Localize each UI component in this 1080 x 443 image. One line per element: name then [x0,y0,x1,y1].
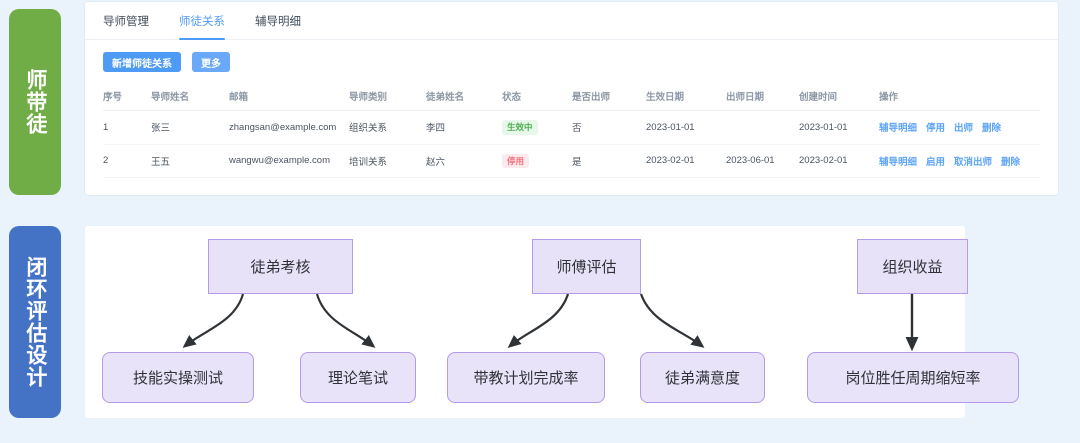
column-header-email: 邮箱 [229,84,349,111]
column-header-operations: 操作 [879,84,1040,111]
column-header-effective-date: 生效日期 [646,84,726,111]
op-link-cancel-graduate[interactable]: 取消出师 [954,156,993,168]
node-job-competency-cycle-reduction-rate-label: 岗位胜任周期缩短率 [845,370,981,387]
op-link-delete[interactable]: 删除 [1001,156,1021,168]
cell-effective-date: 2023-02-01 [646,144,726,178]
node-organization-benefit-label: 组织收益 [882,259,943,276]
node-apprentice-satisfaction[interactable]: 徒弟满意度 [640,352,765,403]
edge-assessment-to-theory-test [315,293,376,348]
cell-mentor-type: 组织关系 [349,110,426,145]
cell-graduated: 是 [572,144,646,178]
row-operations: 辅导明细 启用 取消出师 删除 [879,154,1040,168]
cell-operations: 辅导明细 启用 取消出师 删除 [879,144,1040,178]
column-header-student-name: 徒弟姓名 [426,84,502,111]
node-apprentice-satisfaction-label: 徒弟满意度 [664,370,740,387]
cell-mentor-name: 王五 [151,144,229,178]
cell-graduation-date: 2023-06-01 [726,144,799,178]
cell-email: wangwu@example.com [229,144,349,178]
cell-status: 停用 [502,144,572,178]
add-mentorship-relation-button[interactable]: 新增师徒关系 [103,52,181,72]
column-header-graduated: 是否出师 [572,84,646,111]
tab-coaching-detail[interactable]: 辅导明细 [255,2,301,40]
mentorship-table-card: 导师管理 师徒关系 辅导明细 新增师徒关系 更多 序号 导 [85,2,1058,195]
node-organization-benefit[interactable]: 组织收益 [857,239,968,294]
tab-mentor-management[interactable]: 导师管理 [103,2,149,40]
node-skill-practical-test-label: 技能实操测试 [132,370,223,387]
cell-email: zhangsan@example.com [229,110,349,145]
cell-student-name: 李四 [426,110,502,145]
table-toolbar: 新增师徒关系 更多 [103,52,230,72]
node-skill-practical-test[interactable]: 技能实操测试 [102,352,254,403]
cell-operations: 辅导明细 停用 出师 删除 [879,110,1040,145]
node-apprentice-assessment-label: 徒弟考核 [250,259,311,276]
section-label-mentorship-text: 师带徒 [23,69,47,135]
cell-mentor-name: 张三 [151,110,229,145]
section-label-closed-loop-text: 闭环评估设计 [23,256,47,388]
diagram-connectors [182,293,919,352]
table-row[interactable]: 2 王五 wangwu@example.com 培训关系 赵六 停用 是 202… [103,144,1040,178]
row-operations: 辅导明细 停用 出师 删除 [879,120,1040,134]
node-mentoring-plan-completion-rate-label: 带教计划完成率 [473,370,579,387]
node-theory-written-test-label: 理论笔试 [327,370,388,387]
tab-bar: 导师管理 师徒关系 辅导明细 [85,2,1058,40]
column-header-graduation-date: 出师日期 [726,84,799,111]
op-link-coaching-detail[interactable]: 辅导明细 [879,156,918,168]
edge-evaluation-to-satisfaction [639,293,705,348]
node-job-competency-cycle-reduction-rate[interactable]: 岗位胜任周期缩短率 [807,352,1019,403]
tab-mentorship-relation-label: 师徒关系 [179,15,225,28]
section-label-mentorship: 师带徒 [9,9,61,195]
op-link-delete[interactable]: 删除 [982,123,1002,135]
column-header-status: 状态 [502,84,572,111]
tab-mentor-management-label: 导师管理 [103,15,149,28]
cell-status: 生效中 [502,110,572,145]
cell-seq: 1 [103,110,151,145]
op-link-coaching-detail[interactable]: 辅导明细 [879,123,918,135]
cell-graduated: 否 [572,110,646,145]
cell-create-time: 2023-02-01 [799,144,879,178]
cell-create-time: 2023-01-01 [799,110,879,145]
table-header-row: 序号 导师姓名 邮箱 导师类别 徒弟姓名 状态 是否出师 生效日期 出师日期 创… [103,84,1040,111]
section-label-closed-loop: 闭环评估设计 [9,226,61,418]
cell-mentor-type: 培训关系 [349,144,426,178]
op-link-graduate[interactable]: 出师 [954,123,974,135]
op-link-enable[interactable]: 启用 [926,156,946,168]
cell-graduation-date [726,110,799,145]
column-header-seq: 序号 [103,84,151,111]
node-apprentice-assessment[interactable]: 徒弟考核 [208,239,353,294]
node-mentoring-plan-completion-rate[interactable]: 带教计划完成率 [447,352,605,403]
cell-seq: 2 [103,144,151,178]
cell-student-name: 赵六 [426,144,502,178]
table-row[interactable]: 1 张三 zhangsan@example.com 组织关系 李四 生效中 否 … [103,110,1040,145]
column-header-mentor-name: 导师姓名 [151,84,229,111]
tab-mentorship-relation[interactable]: 师徒关系 [179,2,225,40]
column-header-create-time: 创建时间 [799,84,879,111]
node-mentor-evaluation[interactable]: 师傅评估 [532,239,641,294]
op-link-disable[interactable]: 停用 [926,123,946,135]
tab-coaching-detail-label: 辅导明细 [255,15,301,28]
closed-loop-diagram-card: 徒弟考核 技能实操测试 理论笔试 师傅评估 带教计划完成率 徒弟满意度 组织收益… [85,226,1019,418]
edge-evaluation-to-plan-rate [507,293,570,348]
status-badge: 生效中 [502,120,538,135]
cell-effective-date: 2023-01-01 [646,110,726,145]
more-actions-button[interactable]: 更多 [192,52,230,72]
mentorship-relations-table: 序号 导师姓名 邮箱 导师类别 徒弟姓名 状态 是否出师 生效日期 出师日期 创… [103,84,1040,178]
status-badge: 停用 [502,153,530,168]
node-theory-written-test[interactable]: 理论笔试 [300,352,416,403]
column-header-mentor-type: 导师类别 [349,84,426,111]
node-mentor-evaluation-label: 师傅评估 [556,259,617,276]
edge-assessment-to-skill-test [182,293,245,348]
